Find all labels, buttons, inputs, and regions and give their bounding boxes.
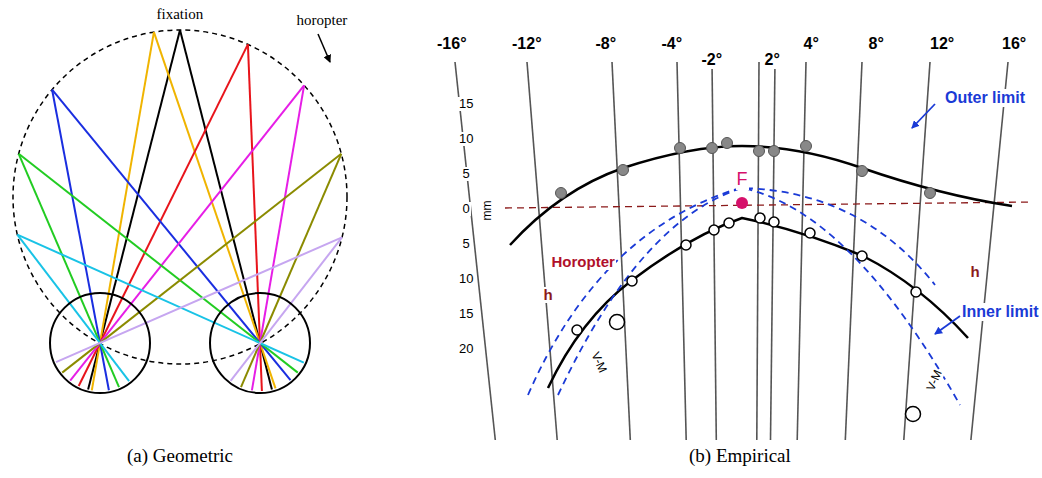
ray-line: [19, 154, 119, 387]
angle-label: -4°: [661, 35, 684, 53]
angle-label: -16°: [436, 35, 468, 53]
axis-tick-label: 15: [458, 97, 474, 111]
angle-label: -2°: [701, 51, 724, 69]
ray-line: [56, 237, 342, 362]
ray-line: [241, 154, 341, 387]
angle-label: 8°: [868, 35, 885, 53]
axis-tick-label: 5: [462, 167, 471, 181]
ray-line: [17, 235, 129, 382]
inner-dots: [572, 213, 921, 422]
curve-label: V-M: [923, 367, 945, 394]
caption: (a) Geometric: [126, 446, 234, 467]
ray-line: [154, 32, 276, 388]
radial-line: [712, 62, 716, 440]
curve-label: Outer limit: [944, 89, 1026, 107]
axis-unit: mm: [481, 199, 494, 221]
curve-label: V-M: [587, 349, 609, 376]
curve-label: Horopter: [551, 254, 616, 271]
leader-line: [318, 34, 330, 62]
outer-limit-curve: [510, 146, 1012, 245]
vm-curve: [558, 188, 960, 405]
ray-line: [79, 44, 248, 386]
fixation-point: [736, 197, 748, 209]
angle-label: 4°: [803, 35, 820, 53]
horopter-circle: [13, 30, 347, 364]
radial-line: [971, 62, 1008, 440]
angle-label: 16°: [1001, 35, 1027, 53]
radial-line: [677, 62, 686, 440]
radial-line: [527, 62, 557, 440]
axis-tick-label: 10: [458, 132, 474, 146]
left-eye: [50, 293, 150, 393]
curve-label: Inner limit: [961, 303, 1039, 321]
fixation-plane-line: [505, 202, 1032, 208]
inner-limit-curve: [548, 218, 968, 388]
ray-line: [231, 237, 342, 381]
caption: (b) Empirical: [688, 446, 792, 467]
angle-label: -8°: [595, 35, 618, 53]
axis-tick-label: 10: [458, 272, 474, 286]
curve-label: h: [543, 287, 554, 304]
curve-label: horopter: [296, 12, 349, 29]
curve-label: h: [970, 264, 981, 281]
axis-tick-label: 15: [458, 307, 474, 321]
radial-line: [612, 62, 630, 440]
angle-label: 2°: [764, 51, 781, 69]
leader-line: [912, 104, 935, 128]
horopter-curve: [528, 188, 935, 395]
ray-line: [92, 32, 154, 390]
radial-lines: [455, 62, 1008, 440]
ray-line: [52, 90, 290, 380]
radial-line: [757, 62, 759, 440]
ray-line: [70, 85, 304, 380]
angle-label: -12°: [511, 35, 543, 53]
ray-line: [19, 154, 298, 373]
axis-tick-label: 0: [462, 202, 471, 216]
outer-dots: [556, 138, 936, 199]
radial-line: [455, 62, 495, 440]
radial-line: [797, 62, 806, 440]
axis-tick-label: 20: [458, 342, 474, 356]
ray-lines: [17, 30, 342, 391]
point-label: fixation: [156, 6, 205, 23]
point-label: F: [736, 170, 749, 190]
axis-tick-label: 5: [462, 237, 471, 251]
angle-label: 12°: [929, 35, 955, 53]
leader-line: [935, 316, 960, 334]
ray-line: [62, 154, 341, 373]
radial-line: [771, 62, 776, 440]
right-eye: [210, 293, 310, 393]
